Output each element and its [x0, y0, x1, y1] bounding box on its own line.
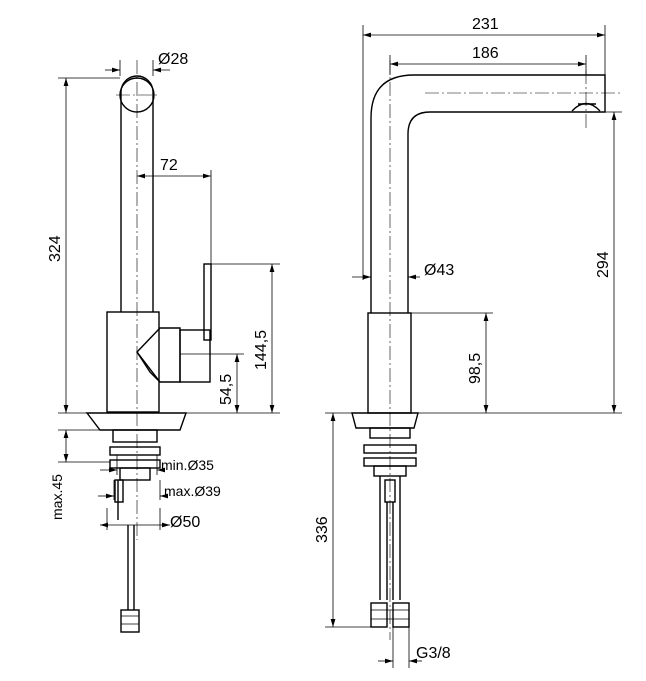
dim-front-thread-g38: G3/8 — [416, 645, 451, 662]
side-body — [106, 311, 160, 413]
front-base-plate — [351, 412, 419, 429]
side-shank-nut — [112, 429, 158, 443]
dim-front-length-336: 336 — [314, 516, 331, 543]
dim-side-diameter-28: Ø28 — [158, 51, 188, 68]
dim-side-height-545: 54,5 — [218, 374, 235, 405]
dim-front-height-294: 294 — [595, 251, 612, 278]
side-handle — [203, 263, 212, 341]
dim-side-height-1445: 144,5 — [253, 330, 270, 370]
front-view: 231 186 Ø43 294 98,5 336 G3/8 — [314, 16, 622, 668]
dim-side-max-diameter-39: max.Ø39 — [164, 483, 221, 499]
dim-front-diameter-43: Ø43 — [424, 262, 454, 279]
dim-side-max-45: max.45 — [49, 474, 65, 520]
front-body — [367, 312, 412, 414]
dim-side-min-diameter-35: min.Ø35 — [161, 457, 214, 473]
front-spout — [370, 74, 606, 313]
side-base-plate — [85, 412, 187, 431]
front-hose-nut-left — [370, 602, 388, 628]
front-hose-nut-right — [392, 602, 410, 628]
dim-side-height-324: 324 — [47, 235, 64, 262]
side-hose-nut — [120, 609, 140, 633]
dim-front-width-231: 231 — [472, 16, 499, 33]
dim-front-reach-186: 186 — [472, 45, 499, 62]
dim-side-reach-72: 72 — [160, 157, 178, 174]
dim-side-diameter-50: Ø50 — [170, 514, 200, 531]
side-cartridge — [179, 329, 211, 383]
dim-front-height-985: 98,5 — [467, 353, 484, 384]
side-view: Ø28 324 72 144,5 54,5 max.45 min.Ø35 — [47, 51, 280, 633]
